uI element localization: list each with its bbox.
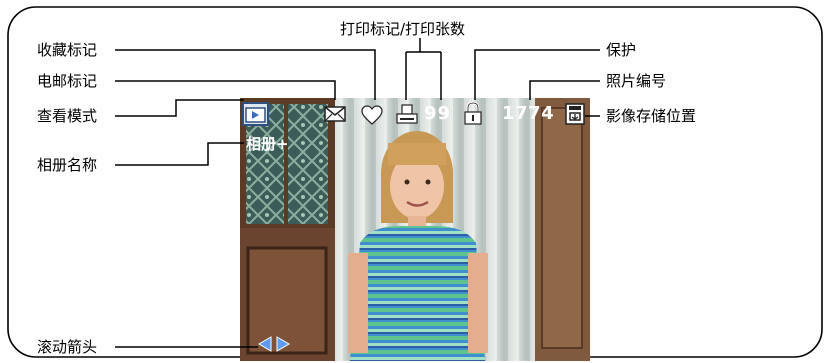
review-mode-icon xyxy=(242,102,269,126)
lock-icon xyxy=(464,102,482,125)
right-arrow-icon[interactable] xyxy=(276,336,290,352)
callout-favorite-tag: 收藏标记 xyxy=(37,41,98,59)
envelope-icon xyxy=(324,106,346,122)
photo-of-girl xyxy=(240,98,590,361)
picture-number: 1774 xyxy=(502,103,555,124)
callout-print-tag: 打印标记/打印张数 xyxy=(340,20,466,38)
album-label: 相册+ xyxy=(246,135,289,153)
print-count: 99 xyxy=(424,103,452,124)
printer-icon xyxy=(396,104,418,125)
callout-email-tag: 电邮标记 xyxy=(37,72,98,90)
callout-picture-number: 照片编号 xyxy=(606,72,667,90)
callout-protect: 保护 xyxy=(606,41,637,59)
callout-view-mode: 查看模式 xyxy=(37,107,98,125)
memory-card-icon xyxy=(565,103,585,125)
callout-album-name: 相册名称 xyxy=(37,156,98,174)
callout-storage-location: 影像存储位置 xyxy=(606,107,697,125)
heart-icon xyxy=(361,105,383,125)
camera-lcd-screen: 99 1774 相册+ xyxy=(240,98,590,361)
callout-scroll-arrows: 滚动箭头 xyxy=(37,338,98,356)
left-arrow-icon[interactable] xyxy=(258,336,272,352)
